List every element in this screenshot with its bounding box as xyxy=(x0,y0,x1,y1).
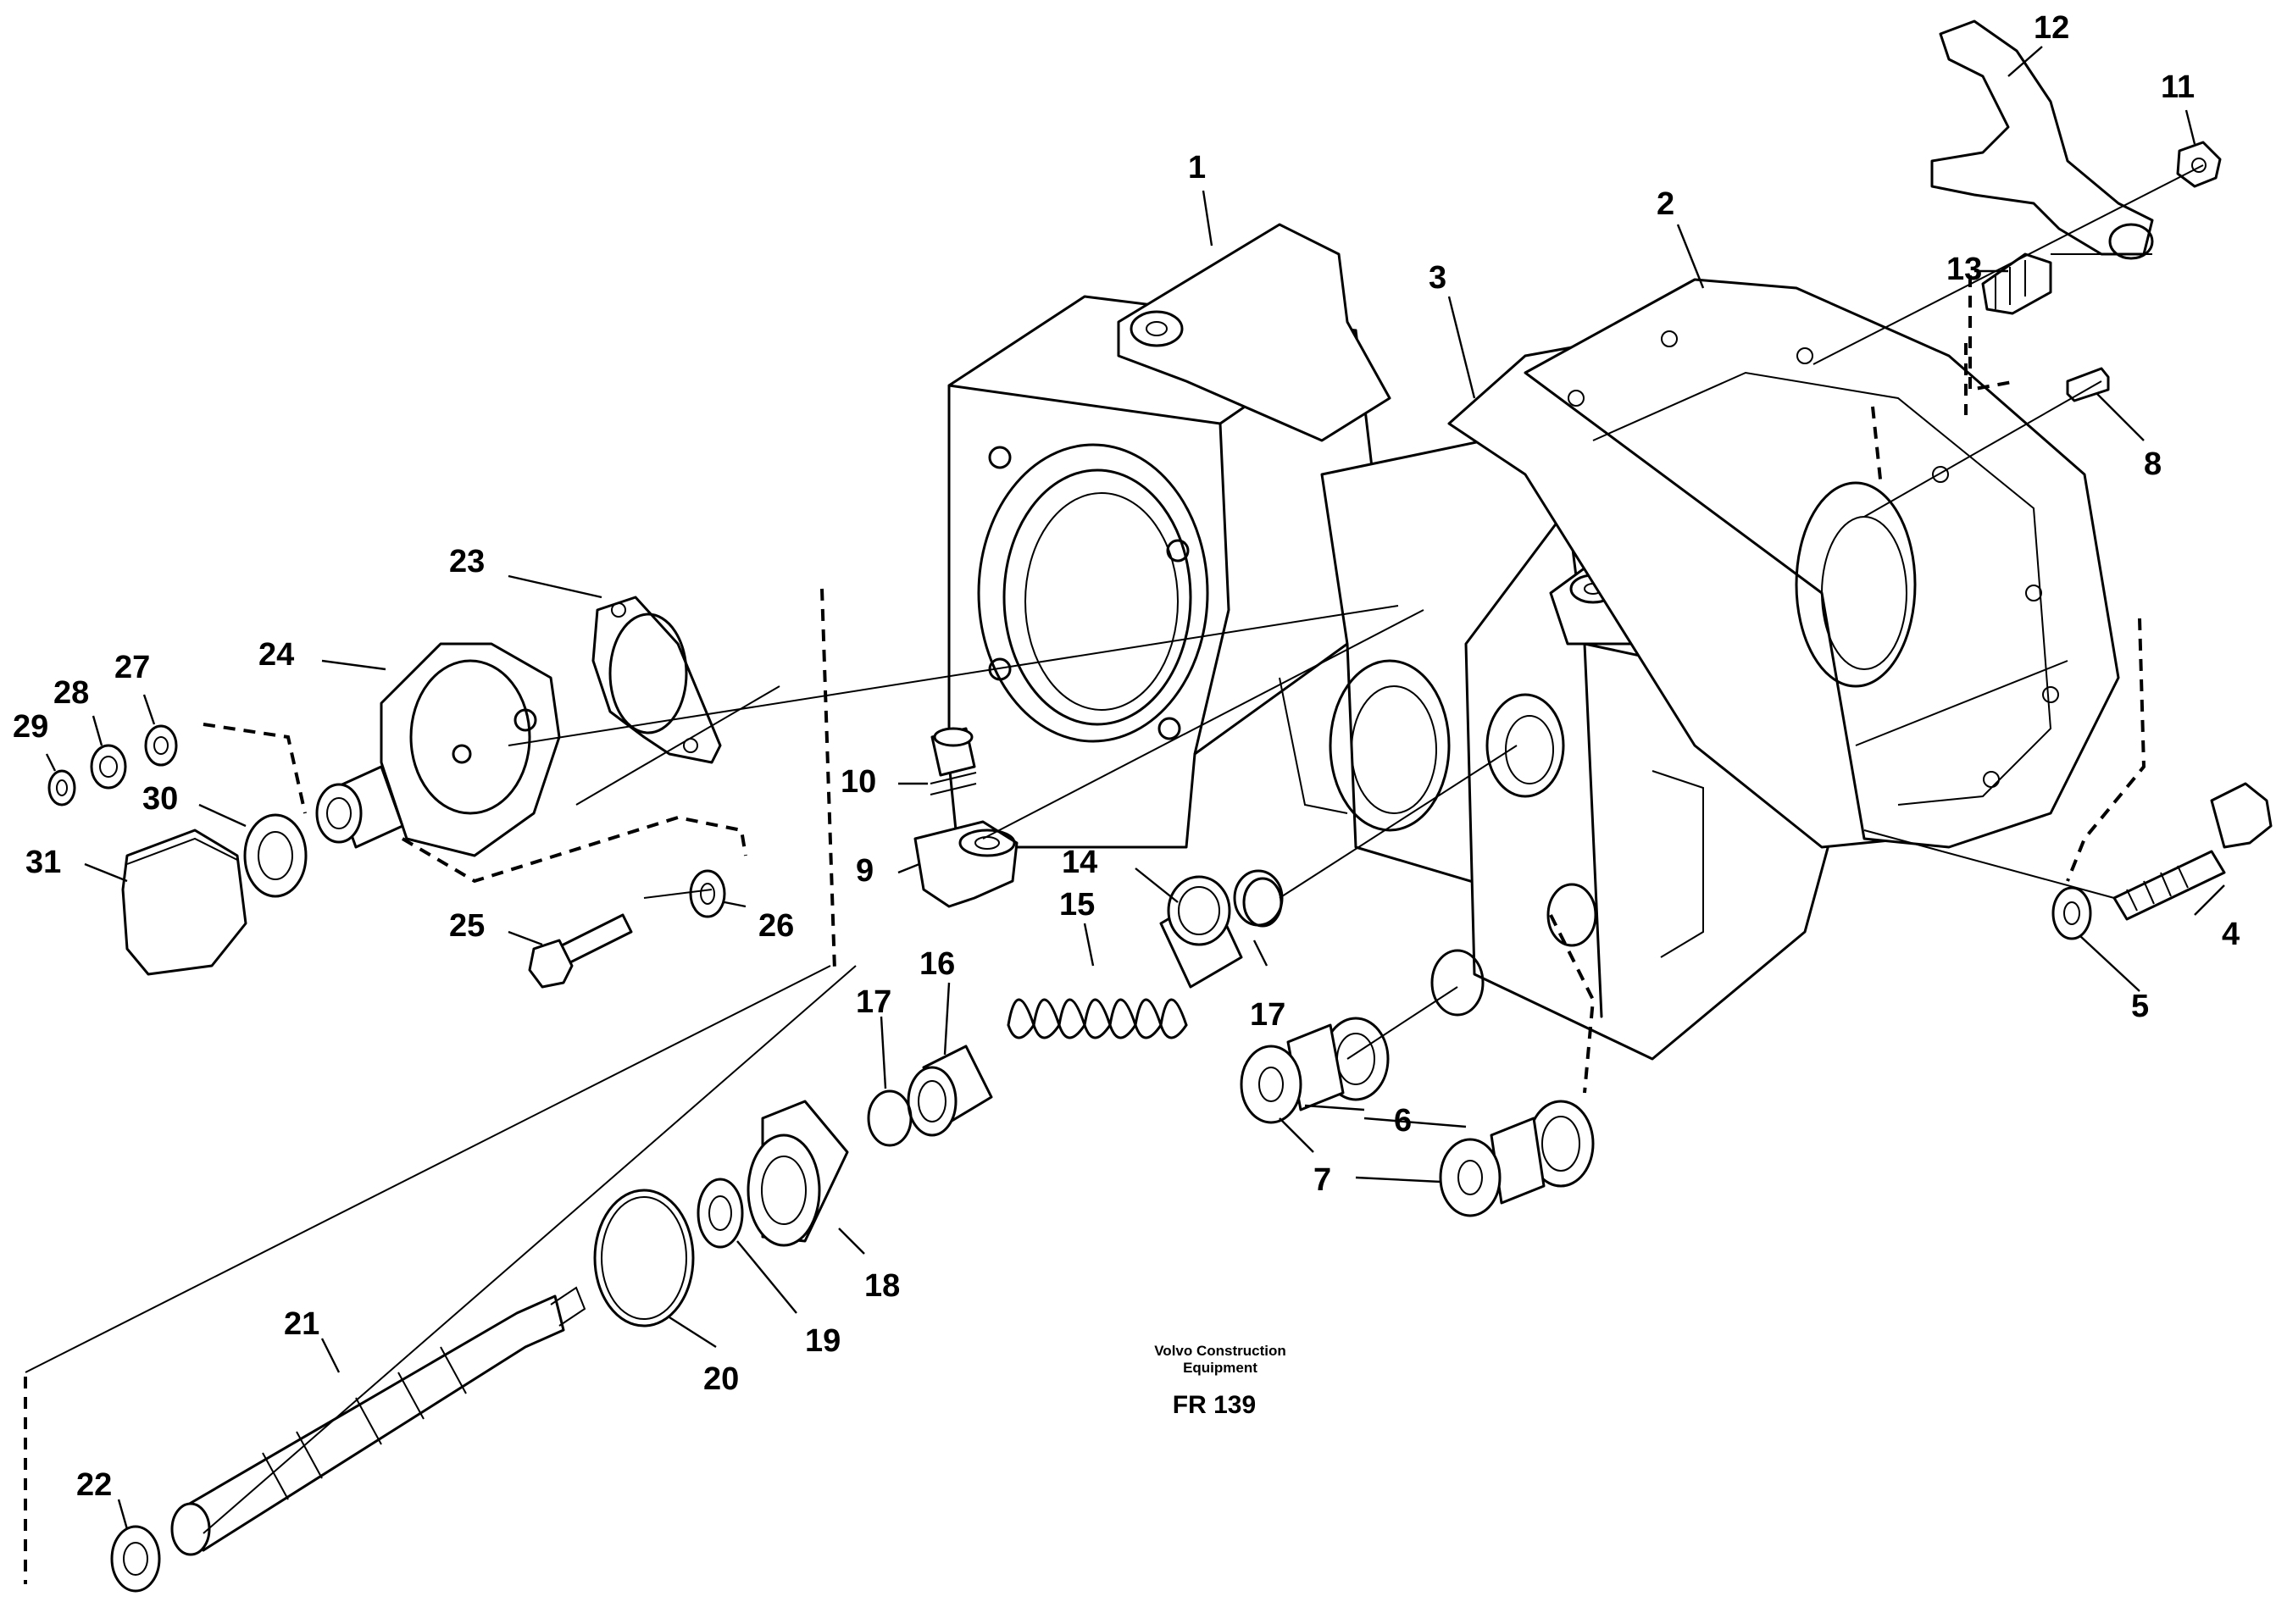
manufacturer-line-1: Volvo Construction xyxy=(1154,1343,1286,1359)
leader-lines xyxy=(45,46,2225,1530)
shaft-assembly xyxy=(110,1286,586,1593)
callout-9: 9 xyxy=(856,853,874,889)
callout-2: 2 xyxy=(1657,186,1674,222)
alignment-lines xyxy=(25,164,2204,1534)
callout-28: 28 xyxy=(53,675,89,711)
callout-19: 19 xyxy=(805,1323,841,1359)
fitting-parts xyxy=(913,727,1019,908)
callout-27: 27 xyxy=(114,650,150,685)
callout-25: 25 xyxy=(449,908,485,944)
callout-30: 30 xyxy=(142,781,178,817)
gearbox-housing xyxy=(947,223,2120,1061)
callout-26: 26 xyxy=(758,908,794,944)
callout-12: 12 xyxy=(2034,10,2069,46)
callout-8: 8 xyxy=(2144,446,2162,482)
callout-10: 10 xyxy=(841,764,876,800)
fork-assembly xyxy=(1930,19,2222,402)
callout-18: 18 xyxy=(864,1268,900,1304)
callout-14: 14 xyxy=(1062,845,1097,880)
callout-4: 4 xyxy=(2222,917,2240,952)
callout-7: 7 xyxy=(1313,1162,1331,1198)
figure-caption: Volvo Construction Equipment FR 139 xyxy=(1154,1343,1286,1419)
callout-11: 11 xyxy=(2161,69,2195,105)
callout-15: 15 xyxy=(1059,887,1095,923)
callout-22: 22 xyxy=(76,1467,112,1503)
callout-29: 29 xyxy=(13,709,48,745)
callout-16: 16 xyxy=(919,946,955,982)
callout-13: 13 xyxy=(1946,252,1982,287)
valve-parts xyxy=(593,869,1284,1327)
callout-17b: 17 xyxy=(1250,997,1285,1033)
manufacturer-line-2: Equipment xyxy=(1183,1360,1257,1376)
callout-17: 17 xyxy=(856,984,891,1020)
callout-31: 31 xyxy=(25,845,61,880)
callout-1: 1 xyxy=(1188,150,1206,186)
figure-code: FR 139 xyxy=(1173,1391,1256,1419)
callout-6: 6 xyxy=(1394,1103,1412,1139)
callout-24: 24 xyxy=(258,637,294,673)
callout-3: 3 xyxy=(1429,260,1446,296)
dashed-frames xyxy=(24,275,2146,1584)
left-cover-assembly xyxy=(47,596,726,989)
callout-23: 23 xyxy=(449,544,485,579)
callout-20: 20 xyxy=(703,1361,739,1397)
callout-5: 5 xyxy=(2131,989,2149,1024)
plugs-and-seals xyxy=(1240,1017,1595,1217)
callout-labels: 1 2 3 4 5 6 7 8 9 10 11 12 13 14 15 16 1… xyxy=(13,10,2240,1503)
callout-21: 21 xyxy=(284,1306,319,1342)
bolt-and-washers xyxy=(2051,782,2273,940)
